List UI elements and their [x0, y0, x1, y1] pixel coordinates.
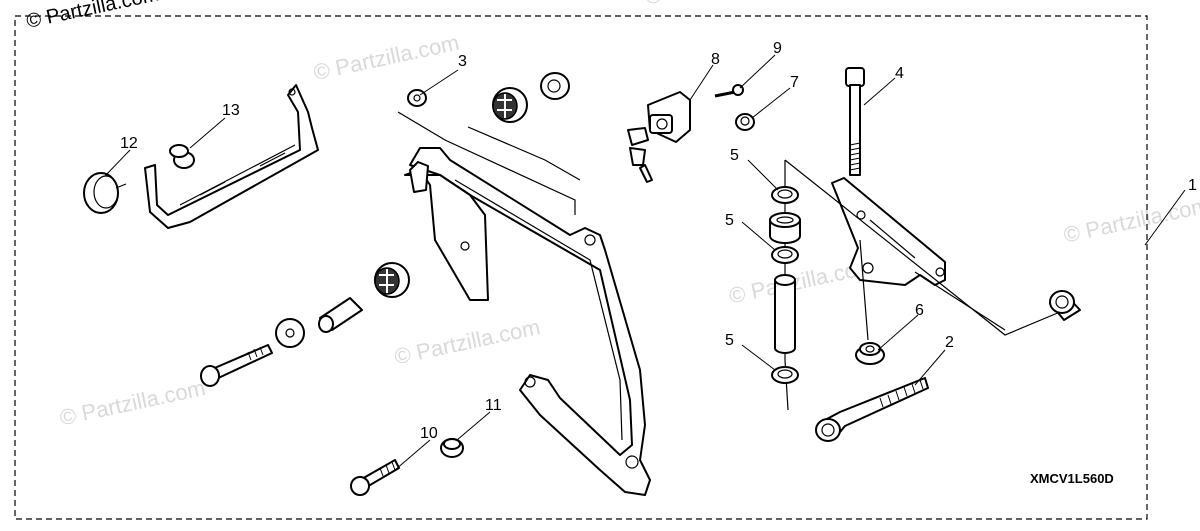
bracket [144, 84, 319, 229]
callout-8: 8 [711, 51, 720, 68]
leader-lines [104, 54, 1186, 471]
watermarks: © Partzilla.com © Partzilla.com © Partzi… [57, 0, 1200, 430]
part-13-grommet [169, 144, 195, 169]
watermark: © Partzilla.com [1061, 192, 1200, 247]
dashed-border [14, 15, 1148, 520]
callout-5: 5 [725, 332, 734, 349]
collar-spacer [769, 212, 801, 244]
callout-4: 4 [895, 65, 904, 82]
part-3-washer [407, 89, 427, 107]
callout-10: 10 [420, 425, 438, 442]
lower-left-rubber-mount [374, 262, 410, 298]
callout-9: 9 [773, 40, 782, 57]
part-5-washers [771, 186, 799, 384]
callout-5: 5 [730, 147, 739, 164]
lower-left-washer [275, 318, 305, 348]
part-7-nut [735, 113, 755, 131]
lower-left-tube [318, 297, 363, 333]
callout-12: 12 [120, 135, 138, 152]
watermark: © Partzilla.com [311, 30, 461, 85]
callouts: 1 2 3 4 5 5 5 6 7 8 9 10 11 12 13 [120, 40, 1197, 442]
part-11-washer [440, 438, 464, 458]
callout-11: 11 [485, 397, 502, 414]
long-spacer-tube [774, 274, 796, 354]
collar-right [1049, 290, 1081, 321]
callout-6: 6 [915, 302, 924, 319]
watermark: © Partzilla.com [57, 375, 207, 430]
callout-2: 2 [945, 334, 954, 351]
callout-3: 3 [458, 53, 467, 70]
part-8-lock [627, 91, 691, 183]
top-guide-lines [397, 111, 581, 215]
part-9-screw [714, 84, 744, 98]
callout-1: 1 [1188, 177, 1197, 194]
lower-left-bolt [200, 344, 273, 387]
callout-5: 5 [725, 212, 734, 229]
watermark: © Partzilla.com [392, 314, 542, 369]
rubber-mount-top [492, 72, 570, 123]
part-4-bolt [845, 67, 865, 176]
part-12-knob [83, 172, 127, 214]
part-10-bolt [350, 459, 400, 496]
callout-13: 13 [222, 102, 240, 119]
part-6-nut [855, 342, 885, 365]
callout-7: 7 [790, 74, 799, 91]
diagram-code: XMCV1L560D [1030, 471, 1114, 486]
main-frame [404, 147, 651, 496]
watermark: © Partzilla.com [643, 0, 793, 9]
part-2-bolt [815, 377, 929, 442]
